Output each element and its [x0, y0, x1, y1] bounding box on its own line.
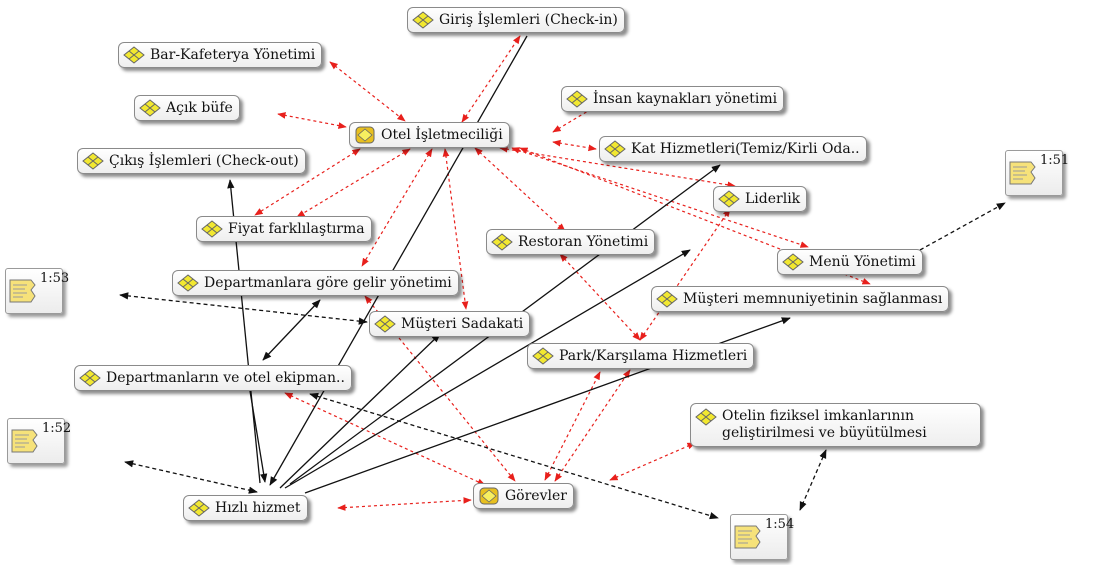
- red-link-11: [442, 148, 469, 310]
- node-park[interactable]: Park/Karşılama Hizmetleri: [527, 343, 755, 369]
- node-label: Çıkış İşlemleri (Check-out): [109, 153, 299, 169]
- node-fiziksel[interactable]: Otelin fiziksel imkanlarının geliştirilm…: [690, 403, 981, 447]
- red-link-13: [639, 208, 731, 341]
- node-label: Açık büfe: [166, 100, 233, 116]
- code-family-icon: [355, 126, 375, 144]
- node-menu[interactable]: Menü Yönetimi: [777, 249, 923, 275]
- red-link-14: [559, 253, 641, 341]
- red-link-20: [609, 442, 696, 481]
- code-node-icon: [188, 499, 210, 517]
- node-label: Müşteri memnuniyetinin sağlanması: [683, 291, 943, 307]
- node-label: İnsan kaynakları yönetimi: [593, 91, 778, 107]
- black-link-21: [269, 35, 528, 486]
- node-sadakat[interactable]: Müşteri Sadakati: [369, 311, 531, 337]
- node-label: Hızlı hizmet: [215, 500, 301, 516]
- memo-1-52[interactable]: 1:52: [7, 418, 71, 464]
- node-label: Restoran Yönetimi: [518, 234, 649, 250]
- node-label: Park/Karşılama Hizmetleri: [559, 348, 748, 364]
- node-hizli[interactable]: Hızlı hizmet: [183, 495, 308, 521]
- node-label: Fiyat farklılaştırma: [228, 221, 365, 237]
- code-node-icon: [656, 290, 678, 308]
- code-node-icon: [139, 99, 161, 117]
- code-node-icon: [123, 46, 145, 64]
- code-family-icon: [479, 487, 499, 505]
- node-label: Otelin fiziksel imkanlarının geliştirilm…: [722, 408, 927, 441]
- node-label: Müşteri Sadakati: [401, 316, 524, 332]
- memo-icon: [734, 525, 761, 549]
- node-label: Kat Hizmetleri(Temiz/Kirli Oda..: [631, 141, 860, 157]
- memo-label: 1:53: [40, 271, 70, 286]
- red-link-8: [474, 147, 566, 232]
- memo-label: 1:51: [1040, 153, 1070, 168]
- code-node-icon: [695, 408, 717, 426]
- node-gorevler[interactable]: Görevler: [473, 483, 574, 509]
- black-link-31: [309, 392, 719, 520]
- memo-label: 1:52: [42, 421, 72, 436]
- node-acik[interactable]: Açık büfe: [134, 95, 240, 121]
- memo-1-51[interactable]: 1:51: [1005, 150, 1069, 196]
- node-fiyat[interactable]: Fiyat farklılaştırma: [196, 216, 372, 242]
- code-node-icon: [79, 369, 101, 387]
- black-link-32: [799, 449, 827, 511]
- black-link-26: [249, 390, 268, 483]
- red-link-9: [296, 148, 411, 218]
- memo-1-54[interactable]: 1:54: [730, 514, 794, 560]
- node-departgelir[interactable]: Departmanlara göre gelir yönetimi: [172, 270, 459, 296]
- red-link-10: [361, 148, 433, 267]
- code-node-icon: [82, 152, 104, 170]
- black-link-30: [124, 460, 258, 494]
- node-insan[interactable]: İnsan kaynakları yönetimi: [561, 86, 785, 112]
- node-label: Departmanların ve otel ekipman..: [106, 370, 345, 386]
- code-node-icon: [177, 274, 199, 292]
- black-link-28: [262, 299, 321, 361]
- memo-icon: [9, 279, 36, 303]
- node-cikis[interactable]: Çıkış İşlemleri (Check-out): [77, 148, 306, 174]
- memo-icon: [1009, 161, 1036, 185]
- red-link-4: [552, 139, 597, 152]
- code-node-icon: [532, 347, 554, 365]
- node-label: Otel İşletmeciliği: [381, 127, 503, 143]
- node-label: Liderlik: [745, 191, 801, 207]
- node-otel[interactable]: Otel İşletmeciliği: [349, 122, 510, 148]
- red-link-0: [461, 35, 521, 123]
- red-link-17: [337, 497, 472, 511]
- node-restoran[interactable]: Restoran Yönetimi: [486, 229, 656, 255]
- code-node-icon: [718, 190, 740, 208]
- node-label: Görevler: [505, 488, 567, 504]
- red-link-12: [254, 148, 361, 216]
- code-node-icon: [374, 315, 396, 333]
- node-memnun[interactable]: Müşteri memnuniyetinin sağlanması: [651, 286, 950, 312]
- node-liderlik[interactable]: Liderlik: [713, 186, 808, 212]
- memo-1-53[interactable]: 1:53: [5, 268, 69, 314]
- code-node-icon: [412, 11, 434, 29]
- code-node-icon: [491, 233, 513, 251]
- node-departekip[interactable]: Departmanların ve otel ekipman..: [74, 365, 352, 391]
- red-link-1: [329, 61, 406, 122]
- node-label: Menü Yönetimi: [809, 254, 916, 270]
- red-link-2: [277, 112, 347, 129]
- memo-icon: [11, 429, 38, 453]
- node-label: Departmanlara göre gelir yönetimi: [204, 275, 452, 291]
- black-link-33: [919, 202, 1006, 251]
- node-bar[interactable]: Bar-Kafeterya Yönetimi: [118, 42, 323, 68]
- code-node-icon: [782, 253, 804, 271]
- node-label: Giriş İşlemleri (Check-in): [439, 12, 618, 28]
- node-label: Bar-Kafeterya Yönetimi: [150, 47, 316, 63]
- code-node-icon: [566, 90, 588, 108]
- node-kat[interactable]: Kat Hizmetleri(Temiz/Kirli Oda..: [599, 136, 867, 162]
- node-giris[interactable]: Giriş İşlemleri (Check-in): [407, 7, 625, 33]
- code-node-icon: [201, 220, 223, 238]
- code-node-icon: [604, 140, 626, 158]
- memo-label: 1:54: [765, 517, 795, 532]
